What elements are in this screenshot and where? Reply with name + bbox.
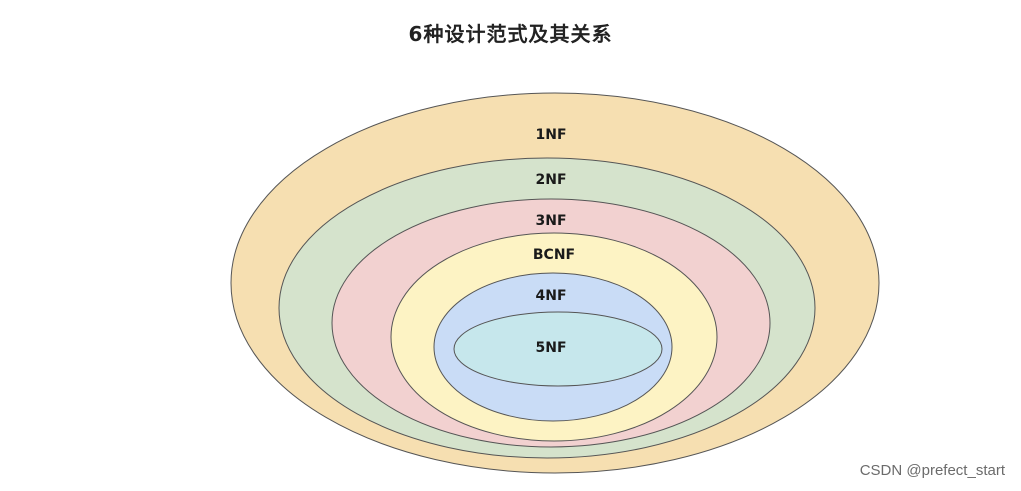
ellipse-5nf: [453, 311, 663, 387]
label-3nf: 3NF: [535, 213, 566, 229]
label-5nf: 5NF: [535, 340, 566, 356]
watermark: CSDN @prefect_start: [859, 462, 1005, 479]
label-1nf: 1NF: [535, 127, 566, 143]
label-2nf: 2NF: [535, 172, 566, 188]
label-4nf: 4NF: [535, 288, 566, 304]
label-bcnf: BCNF: [533, 247, 575, 263]
diagram-title: 6种设计范式及其关系: [408, 22, 613, 46]
